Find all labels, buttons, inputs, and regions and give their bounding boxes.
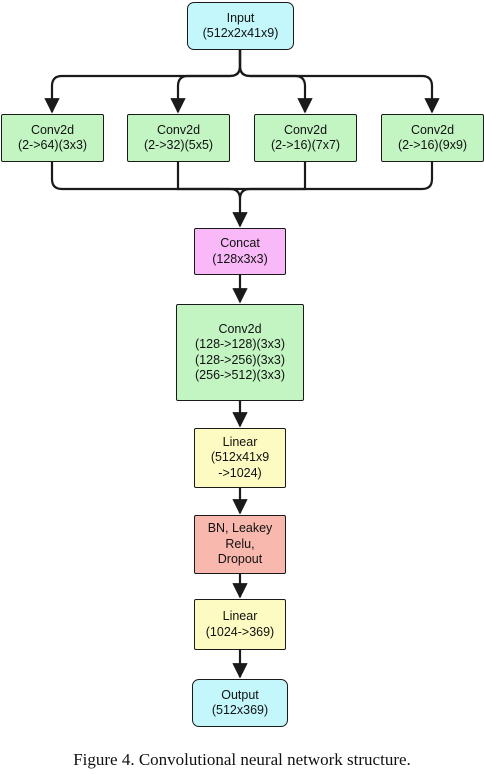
linear-1-shape-line-1: (512x41x9: [210, 450, 270, 465]
input-node: Input (512x2x41x9): [187, 2, 294, 50]
linear-1-title: Linear: [222, 434, 258, 449]
conv2d-3x3-title: Conv2d: [30, 122, 75, 137]
edge-input-conv-d: [238, 50, 440, 114]
conv2d-3x3-node: Conv2d (2->64)(3x3): [1, 114, 104, 162]
edge-conv-c-concat: [240, 162, 307, 191]
edge-conv-b-concat: [176, 162, 240, 191]
conv2d-main-node: Conv2d (128->128)(3x3) (128->256)(3x3) (…: [176, 304, 304, 401]
conv2d-main-layer-2: (128->256)(3x3): [195, 352, 285, 367]
conv2d-main-layer-1: (128->128)(3x3): [195, 337, 285, 351]
conv2d-5x5-title: Conv2d: [156, 122, 201, 137]
linear-2-shape: (1024->369): [205, 624, 275, 639]
figure-caption: Figure 4. Convolutional neural network s…: [73, 750, 411, 769]
edge-conv-d-concat: [238, 162, 434, 200]
bn-leaky-relu-dropout-node: BN, Leakey Relu, Dropout: [194, 515, 286, 574]
edge-input-conv-a: [44, 50, 242, 114]
network-diagram: Input (512x2x41x9) Conv2d (2->64)(3x3) C…: [1, 2, 484, 727]
conv2d-3x3-params: (2->64)(3x3): [17, 138, 88, 152]
bn-node-line-3: Dropout: [217, 552, 263, 567]
input-node-title: Input: [226, 10, 255, 25]
input-node-shape: (512x2x41x9): [202, 26, 279, 40]
output-node-shape: (512x369): [211, 703, 269, 717]
bn-node-line-2: Relu,: [225, 536, 255, 551]
conv2d-5x5-params: (2->32)(5x5): [143, 138, 214, 152]
conv2d-9x9-params: (2->16)(9x9): [397, 138, 468, 152]
conv2d-5x5-node: Conv2d (2->32)(5x5): [127, 114, 230, 162]
conv2d-7x7-title: Conv2d: [283, 122, 328, 137]
linear-2-node: Linear (1024->369): [194, 599, 286, 650]
conv2d-main-title: Conv2d: [218, 321, 262, 336]
conv2d-7x7-node: Conv2d (2->16)(7x7): [254, 114, 357, 162]
bn-node-line-1: BN, Leakey: [207, 521, 273, 536]
conv2d-9x9-node: Conv2d (2->16)(9x9): [381, 114, 484, 162]
linear-2-title: Linear: [222, 609, 258, 623]
edge-input-conv-b: [170, 50, 242, 114]
linear-1-shape-line-2: ->1024): [218, 465, 262, 480]
edge-input-conv-c: [238, 50, 313, 114]
conv2d-9x9-title: Conv2d: [410, 122, 455, 137]
conv2d-main-layer-3: (256->512)(3x3): [195, 368, 285, 382]
edge-layer: [44, 50, 440, 679]
concat-node-shape: (128x3x3): [212, 251, 268, 266]
linear-1-node: Linear (512x41x9 ->1024): [194, 428, 286, 488]
concat-node: Concat (128x3x3): [194, 228, 286, 275]
concat-node-title: Concat: [220, 236, 260, 250]
conv2d-7x7-params: (2->16)(7x7): [270, 138, 341, 152]
edge-conv-a-concat: [50, 162, 248, 228]
output-node-title: Output: [221, 687, 259, 702]
output-node: Output (512x369): [192, 679, 288, 727]
